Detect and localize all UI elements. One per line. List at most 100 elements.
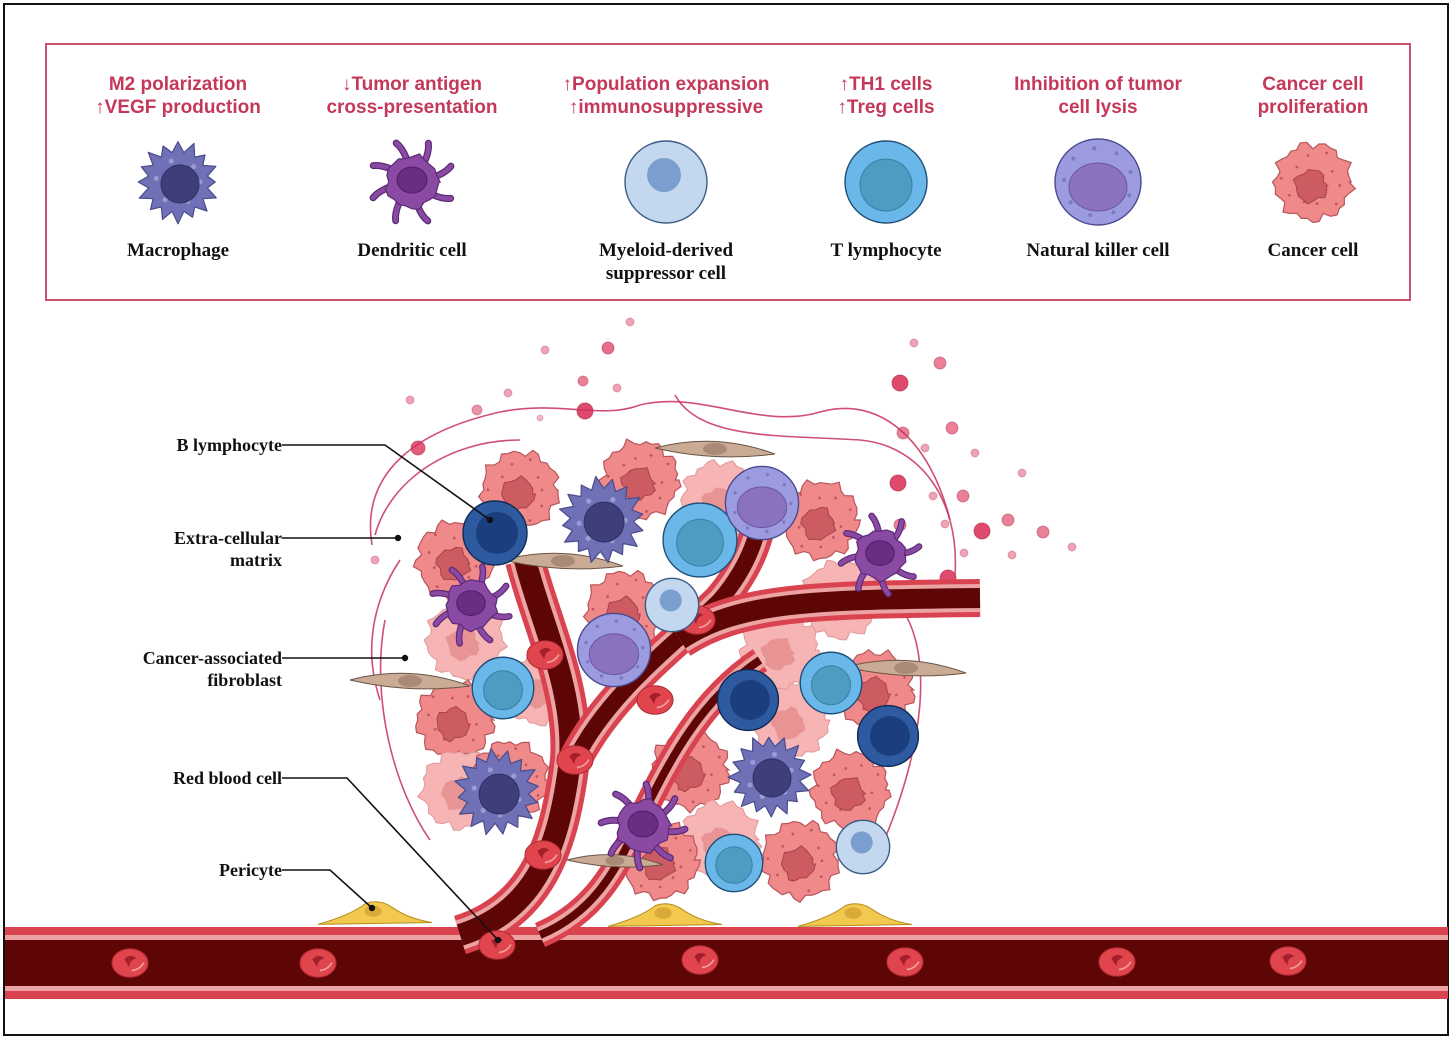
nk-cell (724, 465, 800, 541)
tcell-cell (799, 651, 863, 715)
pericyte-cell (607, 903, 723, 927)
nk-icon (1054, 138, 1142, 226)
cytokine-particle (973, 522, 991, 540)
legend-cell-name: T lymphocyte (830, 240, 942, 261)
leader-dot (494, 936, 502, 944)
leader-line (282, 444, 491, 521)
bcell-cell (716, 668, 780, 732)
red-blood-cell (1269, 946, 1307, 976)
ecm-fiber (674, 394, 957, 576)
macrophage-icon (137, 141, 217, 225)
callout-label-ecm: Extra-cellular matrix (174, 528, 282, 570)
bcell-cell (462, 500, 528, 566)
dendritic-icon (369, 139, 455, 225)
cytokine-particle (1067, 542, 1077, 552)
legend-cell-name: Cancer cell (1267, 240, 1359, 261)
macrophage-cell (727, 736, 812, 818)
mdsc-icon (624, 140, 708, 224)
cytokine-particle (370, 555, 380, 565)
cytokine-particle (503, 388, 513, 398)
extra-cellular-matrix (369, 394, 957, 851)
tcell-icon (844, 140, 928, 224)
legend-effect-text: M2 polarization ↑VEGF production (95, 74, 261, 118)
fibroblast-cell (502, 552, 624, 570)
cytokine-particle (959, 548, 969, 558)
ecm-fiber (374, 439, 521, 536)
callout-label-rbc: Red blood cell (172, 768, 282, 788)
cytokine-particle (891, 374, 909, 392)
tcell-cell (662, 502, 738, 578)
cytokine-particle (956, 489, 970, 503)
legend-item-mdsc: ↑Population expansion ↑immunosuppressive… (546, 73, 786, 285)
legend-cell-name: Macrophage (126, 240, 230, 261)
pericyte-cell (797, 903, 913, 927)
ecm-fiber (379, 619, 431, 841)
leader-dot (368, 904, 376, 912)
immune-cells (349, 440, 967, 893)
tcell-cell (704, 833, 764, 893)
tcell-cell (471, 656, 535, 720)
red-blood-cell (111, 948, 149, 978)
macrophage-cell (558, 475, 644, 564)
legend-effect-text: ↑Population expansion ↑immunosuppressive (562, 74, 770, 118)
cytokine-particle (928, 491, 938, 501)
fibroblast-cell (654, 440, 776, 458)
leader-line (282, 869, 373, 909)
red-blood-cell (526, 640, 564, 670)
red-blood-cell (299, 948, 337, 978)
red-blood-cell (636, 685, 674, 715)
leader-line (282, 777, 499, 941)
ecm-fiber (879, 599, 922, 851)
cytokine-particle (1007, 550, 1017, 560)
cell-legend-panel (45, 43, 1411, 301)
red-blood-cell (1098, 947, 1136, 977)
legend-cell-name: Natural killer cell (1026, 240, 1170, 261)
callout-label-bcell: B lymphocyte (176, 435, 283, 455)
cytokine-particle (933, 356, 947, 370)
cancer-cell (757, 819, 840, 903)
cytokine-particle (577, 375, 589, 387)
callout-label-pericyte: Pericyte (219, 860, 282, 880)
cytokine-particle (536, 414, 544, 422)
leader-dot (486, 516, 494, 524)
nk-cell (576, 612, 652, 688)
mdsc-cell (644, 577, 700, 633)
leader-dot (394, 534, 402, 542)
legend-effect-text: ↓Tumor antigen cross-presentation (326, 74, 498, 118)
dendritic-cell (429, 563, 513, 647)
cytokine-particle (471, 404, 483, 416)
legend-effect-text: ↑TH1 cells ↑Treg cells (837, 74, 935, 118)
cytokine-particle (625, 317, 635, 327)
dendritic-cell (837, 512, 923, 598)
callout-leader-lines (282, 444, 502, 944)
cytokine-particle (1017, 468, 1027, 478)
cytokine-particle (940, 519, 950, 529)
red-blood-cell (556, 745, 594, 775)
cytokine-particle (410, 440, 426, 456)
cytokine-particle (405, 395, 415, 405)
fibroblast-cell (349, 672, 471, 690)
cytokine-particle (1001, 513, 1015, 527)
legend-effect-text: Inhibition of tumor cell lysis (1014, 74, 1182, 118)
cancer-icon (1271, 141, 1357, 224)
fibroblast-cell (845, 659, 967, 677)
legend-effect-text: Cancer cell proliferation (1257, 74, 1369, 118)
legend-cell-name: Myeloid-derived suppressor cell (598, 240, 734, 284)
mdsc-cell (835, 819, 891, 875)
red-blood-cell (886, 947, 924, 977)
red-blood-cell (681, 945, 719, 975)
ecm-fiber (369, 400, 951, 546)
macrophage-cell (454, 747, 539, 836)
dendritic-cell (597, 780, 689, 872)
bcell-cell (856, 704, 920, 768)
callout-label-fibroblast: Cancer-associated fibroblast (142, 648, 282, 690)
cytokine-particle (612, 383, 622, 393)
legend-cell-name: Dendritic cell (357, 240, 467, 261)
red-blood-cell (524, 840, 562, 870)
cytokine-particle (540, 345, 550, 355)
